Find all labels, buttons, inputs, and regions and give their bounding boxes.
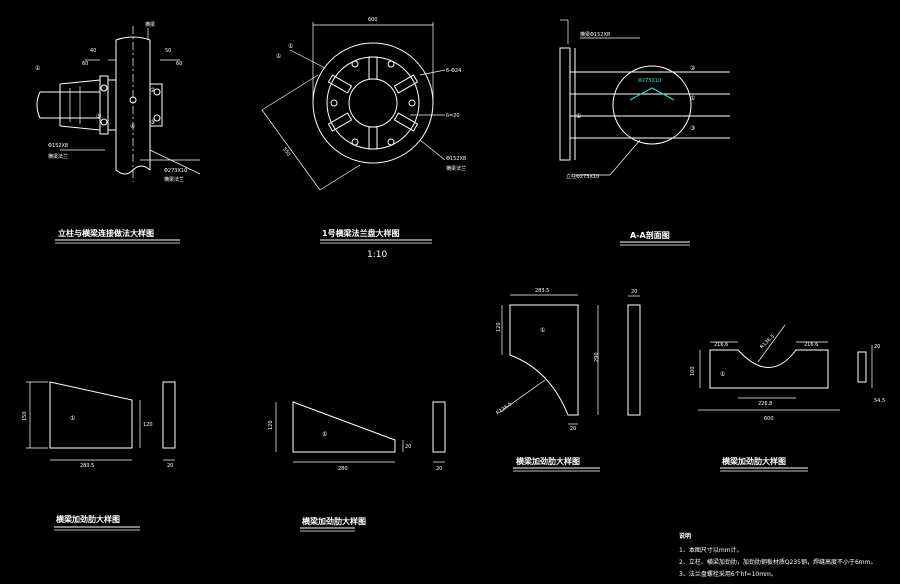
d3-beam-spec: 横梁Φ152X8: [580, 31, 610, 38]
p3-dim-width: 283.5: [535, 288, 549, 294]
d2-flange-label: 横梁法兰: [446, 165, 466, 172]
d1-flange-label: 横梁法兰: [48, 153, 68, 160]
d3-balloon-1: ①: [576, 113, 581, 120]
plate4-title: 横梁加劲肋大样图: [722, 456, 786, 466]
p2-dim-120: 120: [268, 420, 274, 430]
p3-dim-290: 290: [594, 352, 600, 362]
d2-thickness: δ=20: [446, 113, 460, 119]
notes-line-1: 1、本图尺寸以mm计。: [679, 546, 743, 554]
d1-dim-40: 40: [90, 48, 96, 54]
d1-flange-label-2: 横梁法兰: [164, 176, 184, 183]
notes-line-2: 2、立柱、横梁加劲肋，加劲肋钢板材质Q235钢，焊缝高度不小于6mm。: [679, 558, 877, 566]
d2-balloon-1: ①: [276, 53, 281, 60]
p1-balloon: ①: [70, 415, 75, 422]
detail-flange-plate: 600 6-Φ24 δ=20 Φ152X8 横梁法兰 550 ① ① 1号横梁法…: [261, 17, 466, 260]
d3-balloon-2: ②: [690, 65, 696, 72]
p1-dim-120: 120: [143, 422, 153, 428]
p3-radius: R136.5: [495, 401, 513, 416]
notes-heading: 说明: [679, 532, 691, 540]
d1-balloon-4: ④: [130, 123, 135, 130]
d3-column-spec: 立柱Φ273X10: [566, 173, 599, 180]
p4-dim-600: 600: [764, 416, 774, 422]
p4-dim-20: 20: [874, 344, 880, 350]
p2-dim-20a: 20: [405, 444, 411, 450]
plate-1: 150 283.5 120 20 ① 横梁加劲肋大样图: [22, 381, 176, 531]
p4-dim-right: 216.6: [804, 342, 818, 348]
p3-balloon: ①: [540, 327, 545, 334]
d2-holes: 6-Φ24: [446, 68, 461, 74]
d3-balloon-4: ①: [690, 95, 695, 102]
p1-dim-20: 20: [167, 463, 173, 469]
p2-dim-20b: 20: [436, 466, 442, 472]
d1-balloon-5: ⑤: [96, 113, 101, 120]
d1-beam-spec: Φ152X8: [48, 143, 68, 149]
d3-balloon-3: ③: [690, 125, 695, 132]
plate2-title: 横梁加劲肋大样图: [302, 516, 366, 526]
p2-balloon: ①: [322, 431, 327, 438]
p4-radius: R136.5: [759, 333, 776, 350]
detail-column-beam: 横梁 40 60 50 60 Φ152X8 横梁法兰 Φ273X10 横梁法兰 …: [35, 21, 201, 244]
p4-dim-left: 216.6: [714, 342, 728, 348]
plate3-title: 横梁加劲肋大样图: [516, 456, 580, 466]
p1-dim-width: 283.5: [80, 463, 94, 469]
plate1-title: 横梁加劲肋大样图: [56, 514, 120, 524]
plate-4: 216.6 R136.5 216.6 226.8 600 100 20 54.5…: [690, 324, 885, 472]
p4-dim-100: 100: [690, 366, 696, 376]
detail1-title: 立柱与横梁连接做法大样图: [58, 228, 154, 238]
d1-dim-50: 50: [165, 48, 171, 54]
detail-section-aa: 横梁Φ152X8 Φ273X10 立柱Φ273X10 ① ② ③ ① A-A剖面…: [559, 19, 730, 246]
p4-dim-545: 54.5: [874, 398, 885, 404]
detail3-title: A-A剖面图: [630, 230, 670, 240]
notes-block: 说明 1、本图尺寸以mm计。 2、立柱、横梁加劲肋，加劲肋钢板材质Q235钢，焊…: [679, 532, 877, 578]
d2-dim-600: 600: [368, 17, 378, 23]
d1-beam-label: 横梁: [145, 21, 155, 28]
d2-dim-550: 550: [281, 146, 291, 157]
d1-balloon-1: ①: [35, 65, 40, 72]
p4-dim-mid: 226.8: [758, 401, 772, 407]
plate-2: 120 280 20 20 ① 横梁加劲肋大样图: [268, 401, 446, 532]
p1-dim-150: 150: [22, 411, 28, 421]
d1-dim-60a: 60: [82, 61, 88, 67]
p3-dim-20a: 20: [570, 426, 576, 432]
d2-balloon-2: ①: [288, 43, 293, 50]
detail2-scale: 1:10: [367, 250, 387, 260]
notes-line-3: 3、法兰盘螺栓采用6个hf=10mm。: [679, 570, 777, 578]
d1-balloon-3: ③: [150, 119, 155, 126]
detail2-title: 1号横梁法兰盘大样图: [322, 228, 400, 238]
p3-dim-120: 120: [496, 322, 502, 332]
d1-balloon-2: ②: [150, 87, 156, 94]
d1-dim-60b: 60: [176, 61, 182, 67]
p4-balloon: ①: [720, 371, 725, 378]
d1-column-spec: Φ273X10: [164, 168, 187, 174]
p2-dim-280: 280: [338, 466, 348, 472]
d3-pipe-spec: Φ273X10: [638, 78, 661, 84]
p3-dim-20b: 20: [631, 289, 637, 295]
d2-beam-spec: Φ152X8: [446, 156, 466, 162]
plate-3: 283.5 120 290 20 R136.5 20 ① 横梁加劲肋大样图: [495, 288, 641, 472]
